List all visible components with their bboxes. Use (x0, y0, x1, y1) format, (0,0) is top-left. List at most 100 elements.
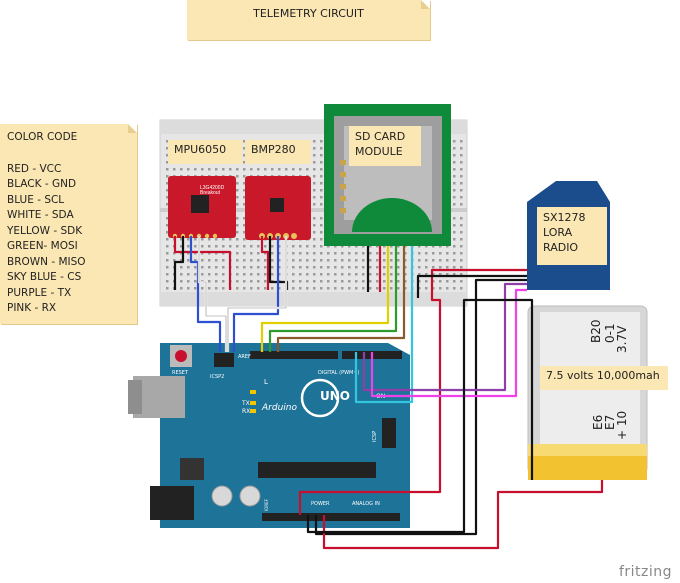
breadboard-hole (446, 245, 449, 248)
breadboard-hole (383, 245, 386, 248)
reset-label: RESET (172, 370, 189, 376)
breadboard-hole (369, 273, 372, 276)
breadboard-hole (313, 252, 316, 255)
breadboard-hole (453, 287, 456, 290)
battery-print-e7: E7 (603, 415, 617, 430)
wire-battery-gnd (306, 298, 534, 534)
breadboard-hole (257, 273, 260, 276)
breadboard-hole (320, 161, 323, 164)
wire-sd-cs (354, 246, 414, 404)
breadboard-hole (432, 252, 435, 255)
brand-label: Arduino (261, 403, 297, 413)
title-note: TELEMETRY CIRCUIT (187, 0, 430, 40)
breadboard-hole (180, 238, 183, 241)
breadboard-hole (320, 189, 323, 192)
breadboard-hole (201, 245, 204, 248)
breadboard-hole (264, 245, 267, 248)
breadboard-hole (313, 147, 316, 150)
breadboard-hole (215, 168, 218, 171)
breadboard-hole (362, 259, 365, 262)
breadboard-hole (271, 266, 274, 269)
wire-lora-vcc (298, 268, 527, 515)
breadboard-hole (320, 140, 323, 143)
breadboard-hole (236, 273, 239, 276)
breadboard-hole (397, 287, 400, 290)
breadboard-hole (243, 224, 246, 227)
breadboard-hole (439, 280, 442, 283)
breadboard-hole (446, 273, 449, 276)
breadboard-hole (292, 252, 295, 255)
breadboard-hole (320, 154, 323, 157)
breadboard-hole (215, 238, 218, 241)
breadboard-hole (180, 273, 183, 276)
breadboard-hole (341, 280, 344, 283)
breadboard-hole (243, 154, 246, 157)
breadboard-hole (460, 154, 463, 157)
wire-mpu-vcc (173, 236, 232, 290)
breadboard-hole (187, 259, 190, 262)
breadboard-hole (201, 287, 204, 290)
breadboard-hole (313, 182, 316, 185)
breadboard-hole (334, 259, 337, 262)
breadboard-hole (320, 245, 323, 248)
breadboard-hole (320, 203, 323, 206)
breadboard-hole (460, 245, 463, 248)
breadboard-hole (355, 266, 358, 269)
breadboard-hole (166, 168, 169, 171)
breadboard-hole (313, 217, 316, 220)
breadboard-hole (460, 147, 463, 150)
breadboard-hole (460, 217, 463, 220)
breadboard-hole (341, 266, 344, 269)
breadboard-hole (236, 182, 239, 185)
breadboard-hole (313, 140, 316, 143)
power-label: POWER (311, 501, 330, 507)
breadboard-hole (208, 252, 211, 255)
breadboard-hole (376, 259, 379, 262)
breadboard-hole (355, 259, 358, 262)
breadboard-hole (271, 287, 274, 290)
wire-bmp-scl (232, 236, 280, 352)
breadboard-hole (285, 168, 288, 171)
breadboard-hole (292, 266, 295, 269)
breadboard-hole (390, 266, 393, 269)
breadboard-hole (236, 259, 239, 262)
breadboard-hole (215, 287, 218, 290)
breadboard-hole (229, 238, 232, 241)
breadboard-hole (166, 259, 169, 262)
rx-label: RX (242, 408, 250, 415)
breadboard-hole (460, 280, 463, 283)
breadboard-hole (453, 266, 456, 269)
lora-label-line1: SX1278 (543, 211, 586, 224)
breadboard-hole (313, 259, 316, 262)
icsp2-label: ICSP2 (210, 374, 224, 380)
icsp-label: ICSP (372, 431, 378, 442)
breadboard-hole (320, 252, 323, 255)
breadboard-hole (194, 245, 197, 248)
breadboard-hole (383, 273, 386, 276)
breadboard-hole (243, 196, 246, 199)
breadboard-hole (327, 252, 330, 255)
breadboard-hole (306, 273, 309, 276)
breadboard-hole (166, 252, 169, 255)
breadboard-hole (187, 273, 190, 276)
legend-item-skyblue: SKY BLUE - CS (7, 271, 82, 283)
breadboard-hole (257, 259, 260, 262)
breadboard-hole (460, 252, 463, 255)
breadboard-hole (222, 266, 225, 269)
breadboard-hole (180, 280, 183, 283)
breadboard-hole (369, 252, 372, 255)
breadboard-hole (236, 196, 239, 199)
breadboard-hole (187, 252, 190, 255)
breadboard-hole (341, 287, 344, 290)
sd-card-label-line2: MODULE (355, 145, 403, 158)
breadboard-hole (369, 280, 372, 283)
breadboard-hole (383, 259, 386, 262)
breadboard-hole (418, 259, 421, 262)
breadboard-hole (397, 266, 400, 269)
breadboard-hole (425, 252, 428, 255)
breadboard-hole (383, 280, 386, 283)
breadboard-hole (222, 287, 225, 290)
breadboard-hole (215, 266, 218, 269)
breadboard-hole (376, 245, 379, 248)
breadboard-hole (404, 273, 407, 276)
